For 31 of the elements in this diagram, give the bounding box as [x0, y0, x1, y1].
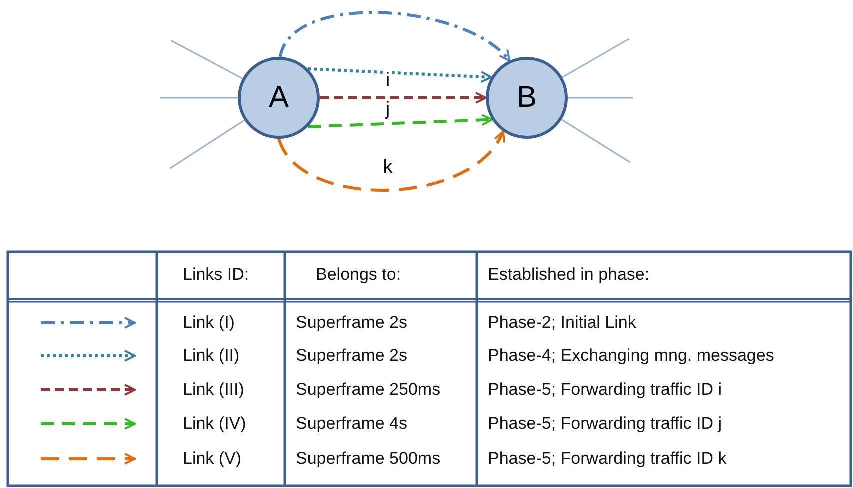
- table-text: Phase-5; Forwarding traffic ID j: [488, 414, 722, 434]
- table-text: Phase-2; Initial Link: [488, 313, 636, 333]
- column-header: Belongs to:: [316, 265, 402, 285]
- node-circle: B: [486, 57, 568, 139]
- column-header: Links ID:: [183, 265, 250, 285]
- table-text: Superframe 4s: [296, 414, 408, 434]
- line: [568, 97, 633, 99]
- line: [170, 40, 244, 80]
- arrow: [320, 92, 487, 104]
- line: [170, 120, 246, 170]
- table-text: Link (IV): [183, 414, 246, 434]
- table-text: Link (I): [183, 313, 235, 333]
- table-text: Link (III): [183, 380, 244, 400]
- table-text: Link (II): [183, 346, 240, 366]
- table-text: Superframe 2s: [296, 313, 408, 333]
- column-header: Established in phase:: [488, 265, 650, 285]
- arrow: [308, 68, 492, 84]
- arrow: [308, 114, 494, 128]
- line: [160, 97, 238, 99]
- table-text: Superframe 250ms: [296, 380, 441, 400]
- table-text: Phase-4; Exchanging mng. messages: [488, 346, 774, 366]
- table-text: Superframe 2s: [296, 346, 408, 366]
- arrow: [279, 11, 511, 62]
- node-circle: A: [238, 57, 320, 139]
- table-text: Phase-5; Forwarding traffic ID i: [488, 380, 722, 400]
- line: [562, 38, 630, 78]
- table-text: Phase-5; Forwarding traffic ID k: [488, 449, 727, 469]
- line: [561, 119, 631, 164]
- table-text: Link (V): [183, 449, 242, 469]
- arrow: [278, 130, 505, 192]
- table-text: Superframe 500ms: [296, 449, 441, 469]
